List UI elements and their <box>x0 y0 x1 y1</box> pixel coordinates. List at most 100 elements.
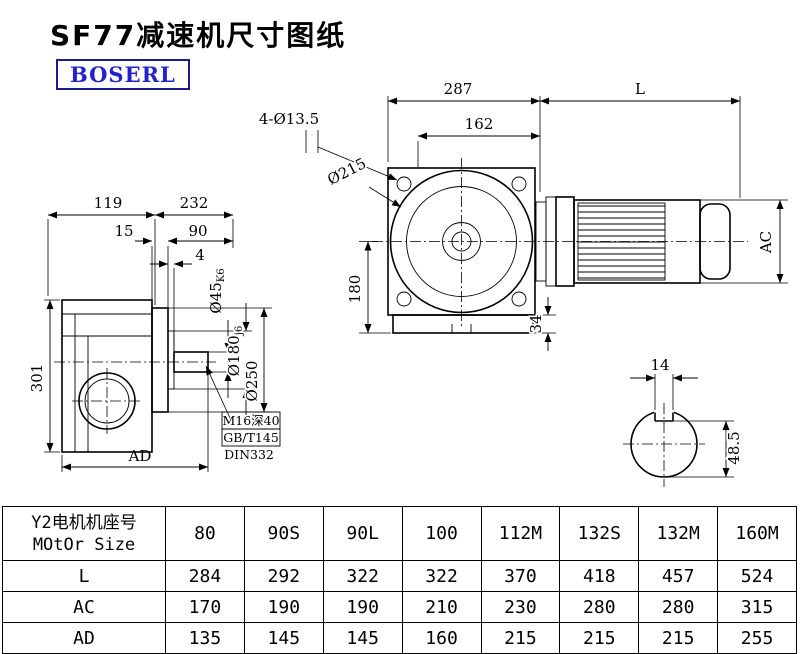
dim-shaft-dia-label: Ø45K6 <box>207 268 227 313</box>
front-view <box>372 158 748 334</box>
col-header: 112M <box>480 506 561 561</box>
keyway-slot <box>654 412 674 422</box>
table-header-row: Y2电机机座号 MOtOr Size 80 90S 90L 100 112M 1… <box>2 506 797 561</box>
cell: 145 <box>322 622 403 654</box>
header-motor-size-cell: Y2电机机座号 MOtOr Size <box>2 506 166 561</box>
dim-301-extensions <box>44 299 60 453</box>
dim-34-label: 34 <box>527 314 545 333</box>
tap-note-line1: M16深40 <box>222 413 279 428</box>
left-view <box>54 299 216 453</box>
fan-cowl <box>699 203 731 280</box>
table-row-AD: AD 135 145 145 160 215 215 215 255 <box>2 622 797 654</box>
cell: 190 <box>322 591 403 623</box>
cell: 145 <box>243 622 324 654</box>
cell: 160 <box>401 622 482 654</box>
tap-note-line3: DIN332 <box>224 447 274 462</box>
dim-301-label: 301 <box>28 364 46 393</box>
dim-15-label: 15 <box>114 222 133 240</box>
holes-ticks <box>305 130 319 153</box>
dim-spigot-dia-extensions <box>174 330 252 390</box>
bolt-hole <box>396 291 412 307</box>
fin-block <box>577 202 666 281</box>
cell: 215 <box>480 622 561 654</box>
dim-L-label: L <box>635 80 645 98</box>
dimensions: 287 L 162 4-Ø13.5 Ø215 180 34 AC 119 232 <box>26 80 788 478</box>
cell: 215 <box>638 622 719 654</box>
cell: 370 <box>480 560 561 592</box>
dim-key-height-label: 48.5 <box>725 431 743 464</box>
cell: 210 <box>401 591 482 623</box>
row-label: AC <box>2 591 166 623</box>
boserl-logo: BOSERL <box>56 59 190 90</box>
dim-4-label: 4 <box>195 246 205 264</box>
cell: 292 <box>243 560 324 592</box>
dim-287-label: 287 <box>444 80 473 98</box>
flange-dia-leader <box>368 186 402 208</box>
cell: 230 <box>480 591 561 623</box>
left-centerlines <box>54 361 216 434</box>
col-header: 90S <box>243 506 324 561</box>
bolt-hole <box>511 176 527 192</box>
front-centerlines <box>372 158 748 328</box>
cell: 255 <box>717 622 797 654</box>
tap-note-leader <box>205 365 231 419</box>
dim-bolt-holes-label: 4-Ø13.5 <box>259 110 319 128</box>
table-row-AC: AC 170 190 190 210 230 280 280 315 <box>2 591 797 623</box>
cell: 322 <box>401 560 482 592</box>
dim-90-label: 90 <box>188 222 207 240</box>
header-cn: Y2电机机座号 <box>31 512 137 533</box>
cell: 215 <box>559 622 640 654</box>
cell: 315 <box>717 591 797 623</box>
dim-119-232-extensions <box>47 219 234 305</box>
row-label: L <box>2 560 166 592</box>
dim-180-label: 180 <box>346 275 364 304</box>
dim-AC-label: AC <box>757 231 775 254</box>
bolt-hole <box>396 176 412 192</box>
shaft-section-view <box>623 403 705 487</box>
dim-AC-extensions <box>700 199 788 284</box>
page-title: SF77减速机尺寸图纸 <box>50 19 347 52</box>
motor-size-table: Y2电机机座号 MOtOr Size 80 90S 90L 100 112M 1… <box>2 506 797 654</box>
cell: 170 <box>165 591 245 623</box>
dim-34-extensions <box>531 314 556 334</box>
cell: 284 <box>165 560 245 592</box>
dim-162-label: 162 <box>465 115 494 133</box>
foot-base <box>392 314 534 334</box>
col-header: 90L <box>322 506 403 561</box>
dim-key-width-label: 14 <box>650 356 669 374</box>
dim-119-label: 119 <box>94 194 123 212</box>
motor-view <box>535 196 731 287</box>
col-header: 100 <box>401 506 482 561</box>
cell: 280 <box>638 591 719 623</box>
housing-ribs <box>62 313 152 452</box>
header-en: MOtOr Size <box>32 534 136 555</box>
col-header: 132M <box>638 506 719 561</box>
col-header: 80 <box>165 506 245 561</box>
table-row-L: L 284 292 322 322 370 418 457 524 <box>2 560 797 592</box>
bolt-hole <box>511 291 527 307</box>
logo-text: BOSERL <box>70 62 176 87</box>
col-header: 132S <box>559 506 640 561</box>
cell: 280 <box>559 591 640 623</box>
dimension-drawing: 287 L 162 4-Ø13.5 Ø215 180 34 AC 119 232 <box>26 80 788 487</box>
cell: 418 <box>559 560 640 592</box>
row-label: AD <box>2 622 166 654</box>
flange-spigot <box>167 330 175 390</box>
cell: 457 <box>638 560 719 592</box>
holes-leader <box>317 146 398 181</box>
dim-232-label: 232 <box>180 194 209 212</box>
motor-fins <box>578 205 665 279</box>
foot-notches <box>451 324 472 333</box>
cell: 190 <box>243 591 324 623</box>
input-flange <box>151 307 169 413</box>
dim-AD-label: AD <box>128 447 152 465</box>
dim-15-90-extensions <box>151 246 169 328</box>
dim-spigot-dia-label: Ø180j6 <box>225 326 245 376</box>
tap-note-box-2 <box>221 428 281 447</box>
tap-note-line2: GB/T145 <box>223 430 279 445</box>
cell: 135 <box>165 622 245 654</box>
dim-flange-od-label: Ø250 <box>243 361 261 402</box>
section-centerlines <box>623 403 705 487</box>
top-extension-lines <box>387 96 741 198</box>
cell: 322 <box>322 560 403 592</box>
